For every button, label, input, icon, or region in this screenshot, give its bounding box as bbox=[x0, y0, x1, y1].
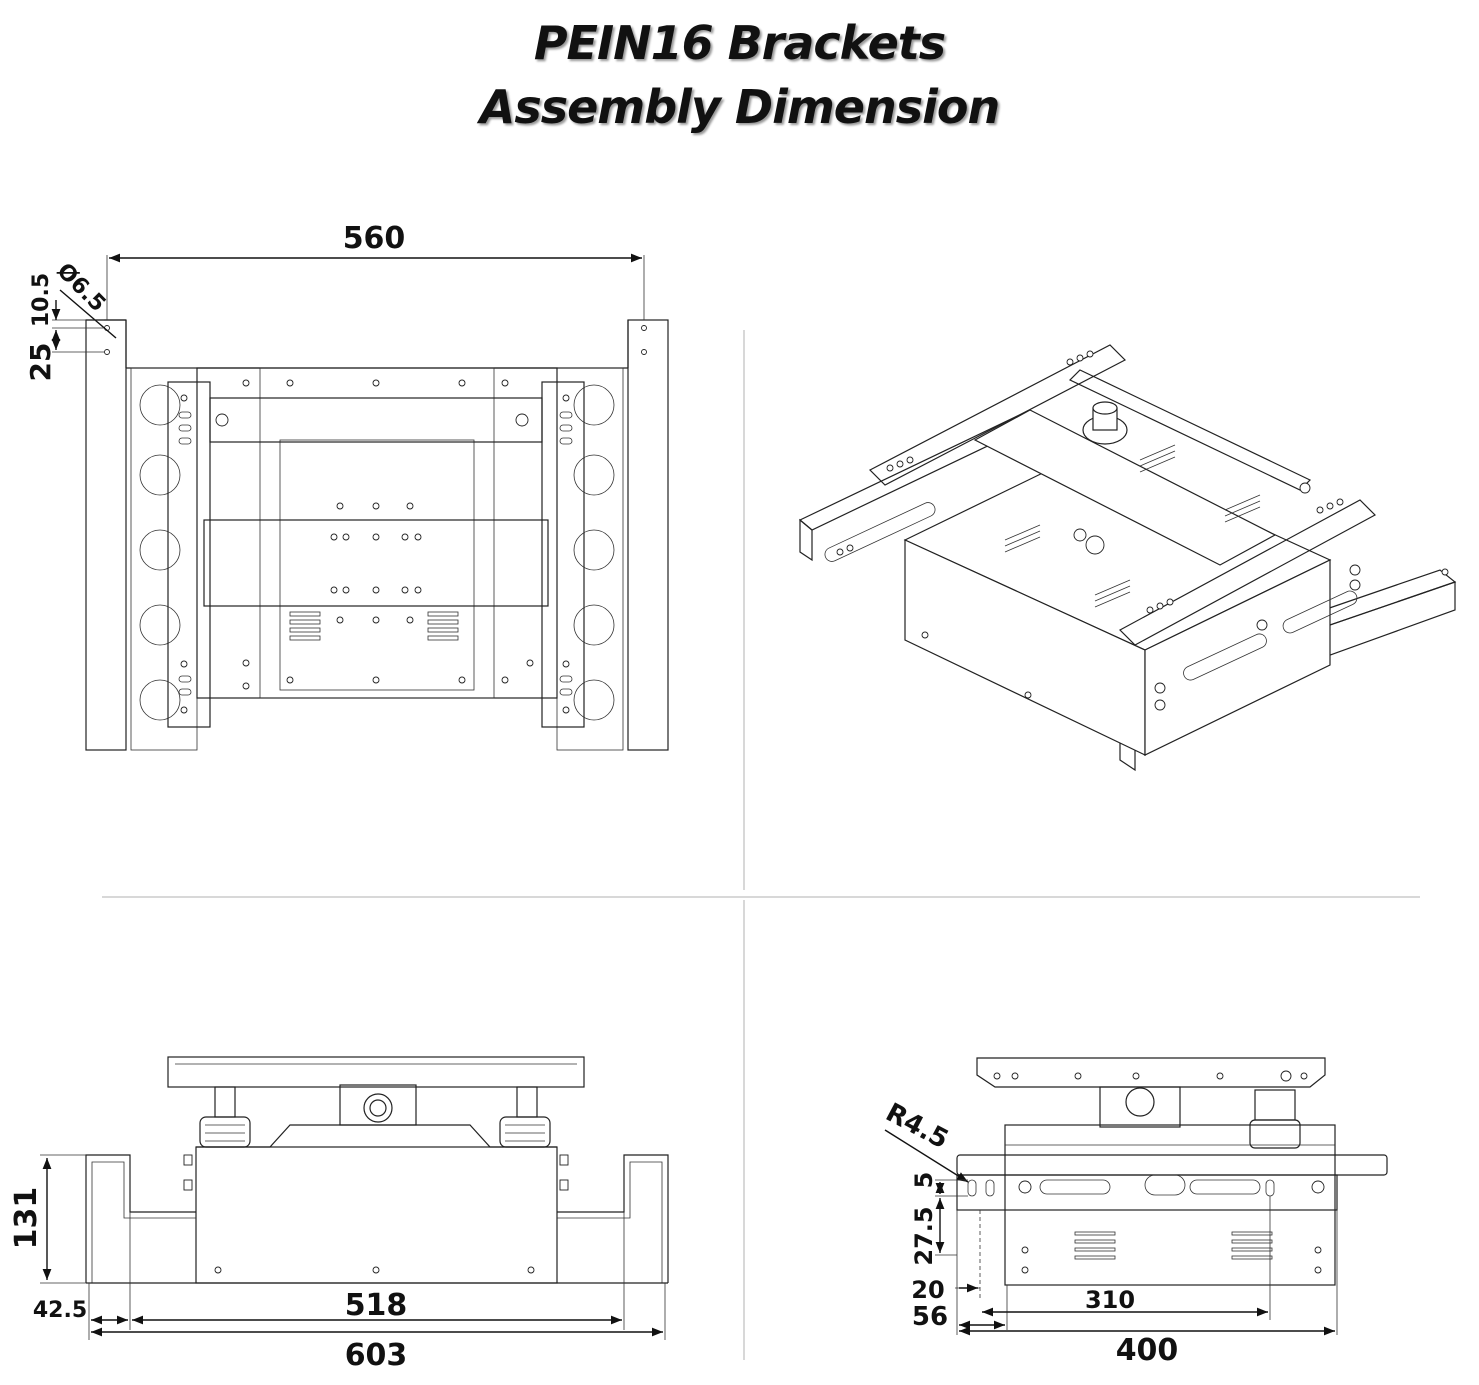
side-seat-plate bbox=[976, 1057, 1326, 1088]
left-seat-bracket bbox=[167, 381, 211, 728]
offset-20-label: 20 bbox=[911, 1276, 944, 1304]
inner-width-label: 518 bbox=[345, 1288, 408, 1323]
width-dimension-label: 560 bbox=[343, 221, 406, 256]
diagram-title-line2: Assembly Dimension bbox=[479, 80, 1001, 134]
offset-25-label: 25 bbox=[24, 343, 57, 382]
side-view: R4.5 5 27.5 20 310 56 400 bbox=[881, 1057, 1388, 1368]
offset-56-label: 56 bbox=[912, 1302, 948, 1332]
outer-width-label: 603 bbox=[345, 1338, 408, 1373]
center-crossbar bbox=[203, 519, 549, 607]
motor-body-front bbox=[195, 1146, 558, 1284]
left-offset-label: 42.5 bbox=[33, 1298, 87, 1323]
motor-body bbox=[196, 367, 558, 699]
side-rail bbox=[956, 1154, 1388, 1176]
diagram-title-line1: PEIN16 Brackets bbox=[533, 16, 946, 70]
offset-10-5-label: 10.5 bbox=[29, 273, 54, 327]
height-dimension-label: 131 bbox=[9, 1187, 44, 1250]
slot-span-label: 310 bbox=[1085, 1286, 1135, 1314]
slot-dimension-5-label: 5 bbox=[910, 1172, 938, 1189]
motor-body-side bbox=[1004, 1124, 1336, 1286]
isometric-view bbox=[798, 344, 1457, 772]
radius-label: R4.5 bbox=[881, 1098, 953, 1156]
length-label: 400 bbox=[1116, 1333, 1179, 1368]
top-view: 560 Ø6.5 10.5 25 bbox=[24, 221, 669, 751]
left-rail bbox=[85, 319, 127, 751]
right-seat-bracket bbox=[541, 381, 585, 728]
right-rail bbox=[627, 319, 669, 751]
seat-plate bbox=[167, 1056, 585, 1088]
slot-dimension-27-5-label: 27.5 bbox=[910, 1206, 938, 1265]
front-view: 131 518 42.5 603 bbox=[9, 1056, 669, 1373]
top-crossbar bbox=[209, 397, 543, 443]
